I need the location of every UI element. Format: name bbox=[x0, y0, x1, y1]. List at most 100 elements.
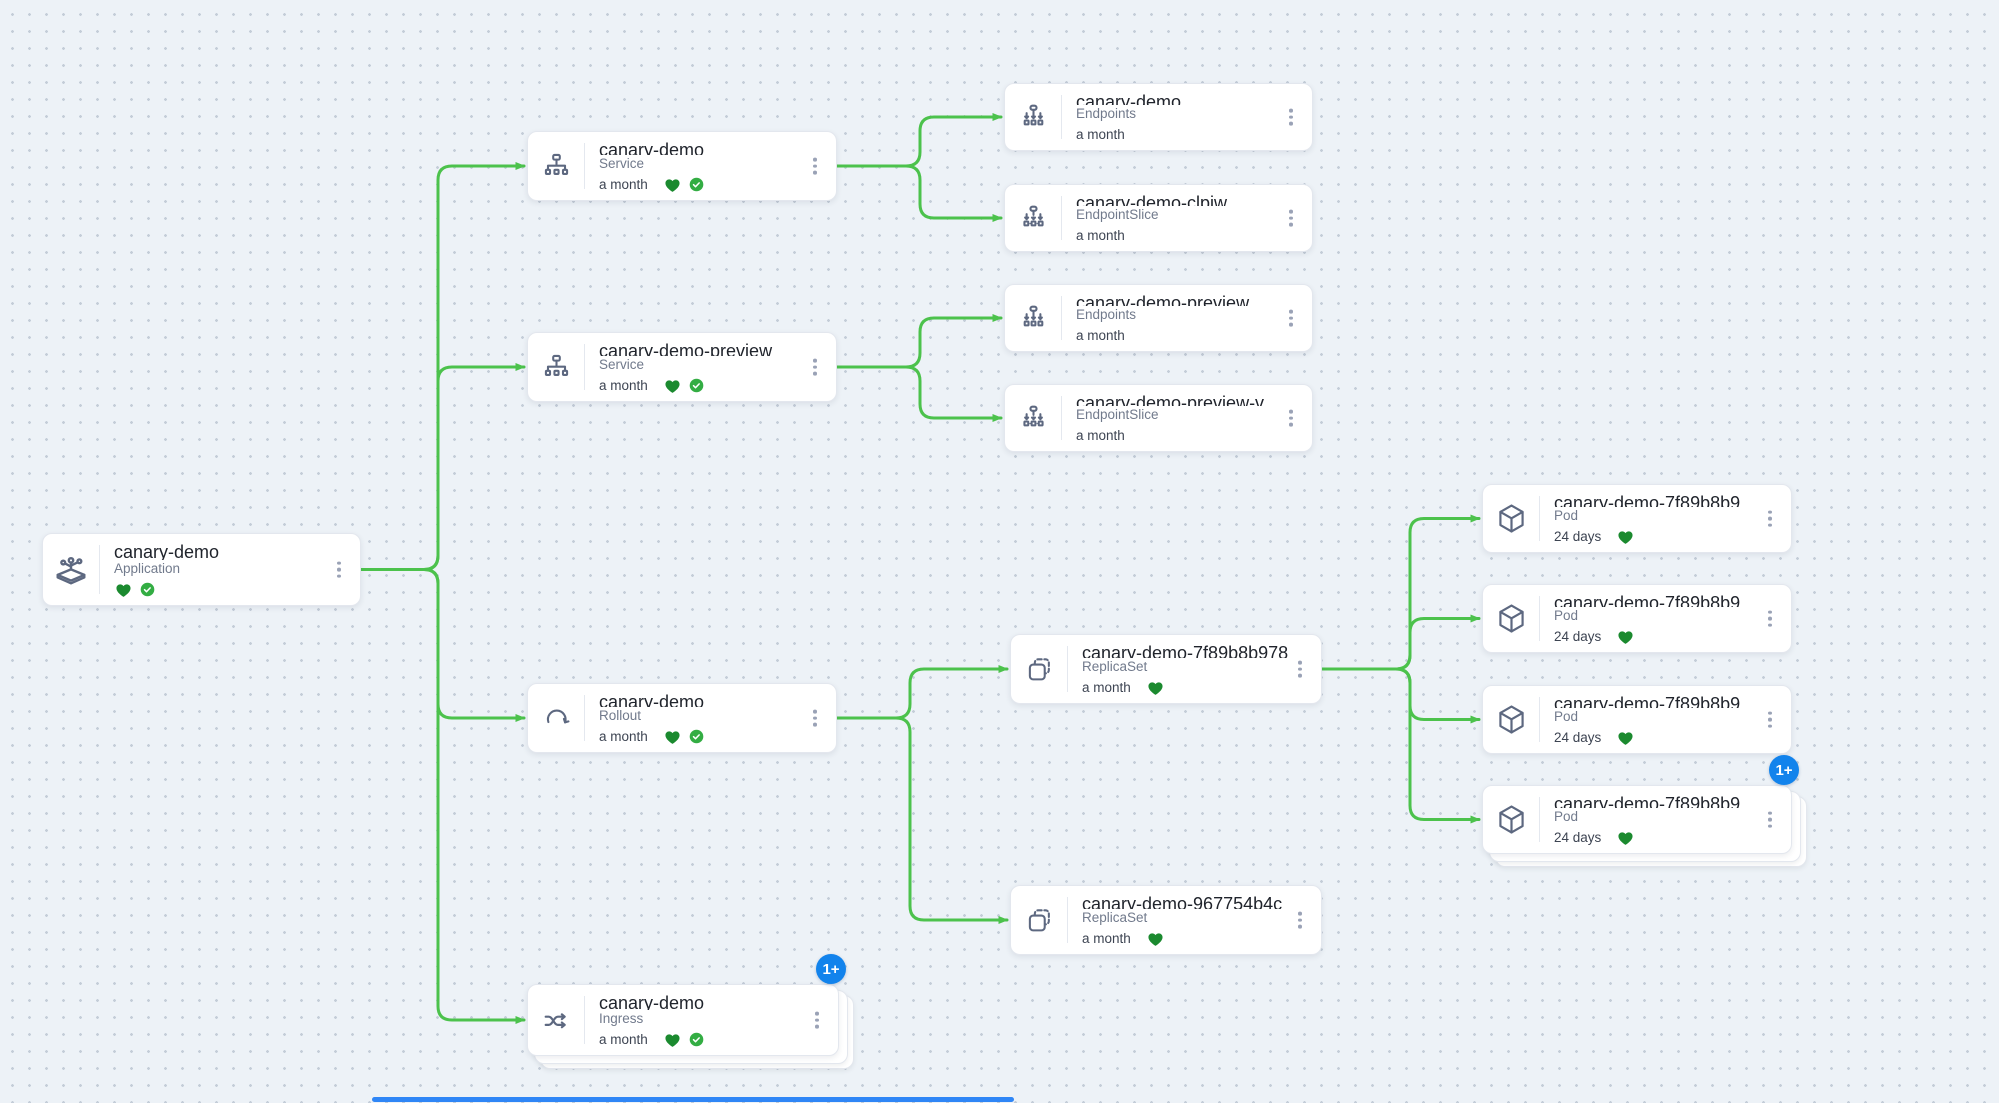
node-app[interactable]: canary-demo Application bbox=[42, 533, 361, 606]
resource-card[interactable]: canary-demo-7f89b8b97... Pod 24 days bbox=[1482, 685, 1792, 754]
service-icon bbox=[540, 150, 573, 183]
card-divider bbox=[1539, 596, 1540, 641]
resource-kind: Service bbox=[599, 357, 645, 372]
card-divider bbox=[1539, 797, 1540, 842]
resource-title: canary-demo bbox=[114, 542, 220, 560]
node-menu-button[interactable] bbox=[1764, 506, 1776, 531]
resource-kind: Service bbox=[599, 156, 645, 171]
resource-kind: ReplicaSet bbox=[1082, 910, 1148, 925]
resource-title: canary-demo-preview bbox=[599, 341, 773, 356]
application-icon bbox=[52, 551, 90, 589]
resource-age: a month bbox=[599, 378, 648, 393]
card-divider bbox=[1061, 296, 1062, 340]
node-ep2[interactable]: canary-demo-preview Endpoints a month bbox=[1004, 284, 1313, 352]
node-ep1[interactable]: canary-demo Endpoints a month bbox=[1004, 83, 1313, 151]
node-rollout[interactable]: canary-demo Rollout a month bbox=[527, 683, 837, 753]
endpoints-icon bbox=[1017, 101, 1050, 134]
edge-rs1-pod3 bbox=[1320, 667, 1481, 724]
resource-card[interactable]: canary-demo-preview Service a month bbox=[527, 332, 837, 402]
resource-card[interactable]: canary-demo-7f89b8b97... Pod 24 days bbox=[1482, 785, 1792, 854]
resource-card[interactable]: canary-demo-967754b4c ReplicaSet a month bbox=[1010, 885, 1322, 955]
card-divider bbox=[1539, 496, 1540, 541]
node-menu-button[interactable] bbox=[1294, 657, 1306, 682]
node-menu-button[interactable] bbox=[809, 706, 821, 731]
resource-kind: Pod bbox=[1554, 709, 1579, 724]
node-menu-button[interactable] bbox=[1285, 306, 1297, 331]
resource-card[interactable]: canary-demo Service a month bbox=[527, 131, 837, 201]
resource-card[interactable]: canary-demo Rollout a month bbox=[527, 683, 837, 753]
node-menu-button[interactable] bbox=[1285, 105, 1297, 130]
node-menu-button[interactable] bbox=[811, 1008, 823, 1033]
card-divider bbox=[584, 143, 585, 189]
more-count-badge[interactable]: 1+ bbox=[1769, 755, 1799, 785]
pod-icon bbox=[1494, 802, 1529, 837]
node-rs1[interactable]: canary-demo-7f89b8b978 ReplicaSet a mont… bbox=[1010, 634, 1322, 704]
healthy-heart-icon bbox=[663, 728, 682, 746]
node-pod4[interactable]: canary-demo-7f89b8b97... Pod 24 days 1+ bbox=[1482, 755, 1807, 867]
resource-age: a month bbox=[1082, 931, 1131, 946]
more-count-badge[interactable]: 1+ bbox=[816, 954, 846, 984]
resource-age: a month bbox=[1082, 680, 1131, 695]
resource-age: a month bbox=[1076, 328, 1125, 343]
resource-card[interactable]: canary-demo Ingress a month bbox=[527, 984, 839, 1056]
pod-icon bbox=[1494, 601, 1529, 636]
resource-age: 24 days bbox=[1554, 730, 1602, 745]
node-pod3[interactable]: canary-demo-7f89b8b97... Pod 24 days bbox=[1482, 685, 1792, 754]
resource-card[interactable]: canary-demo-preview Endpoints a month bbox=[1004, 284, 1313, 352]
edge-rs1-pod2 bbox=[1320, 614, 1481, 671]
resource-kind: ReplicaSet bbox=[1082, 659, 1148, 674]
node-ingress[interactable]: canary-demo Ingress a month 1+ bbox=[527, 954, 854, 1069]
resource-title: canary-demo-clpjw bbox=[1076, 193, 1228, 206]
healthy-heart-icon bbox=[663, 377, 682, 395]
healthy-heart-icon bbox=[1616, 528, 1635, 546]
service-icon bbox=[540, 351, 573, 384]
node-pod2[interactable]: canary-demo-7f89b8b97... Pod 24 days bbox=[1482, 584, 1792, 653]
resource-age: 24 days bbox=[1554, 529, 1602, 544]
node-svc1[interactable]: canary-demo Service a month bbox=[527, 131, 837, 201]
resource-title: canary-demo bbox=[1076, 92, 1182, 105]
replicaset-icon bbox=[1023, 653, 1056, 686]
resource-card[interactable]: canary-demo-7f89b8b97... Pod 24 days bbox=[1482, 584, 1792, 653]
card-divider bbox=[584, 344, 585, 390]
card-divider bbox=[1067, 897, 1068, 943]
pod-icon bbox=[1494, 501, 1529, 536]
endpointslice-icon bbox=[1017, 402, 1050, 435]
node-menu-button[interactable] bbox=[1294, 908, 1306, 933]
node-menu-button[interactable] bbox=[1764, 807, 1776, 832]
node-menu-button[interactable] bbox=[1764, 606, 1776, 631]
node-pod1[interactable]: canary-demo-7f89b8b97... Pod 24 days bbox=[1482, 484, 1792, 553]
endpoints-icon bbox=[1017, 302, 1050, 335]
resource-kind: EndpointSlice bbox=[1076, 407, 1159, 422]
card-divider bbox=[1061, 95, 1062, 139]
node-menu-button[interactable] bbox=[809, 355, 821, 380]
synced-check-icon bbox=[688, 1031, 705, 1048]
healthy-heart-icon bbox=[114, 581, 133, 599]
resource-card[interactable]: canary-demo Application bbox=[42, 533, 361, 606]
edge-rs1-pod1 bbox=[1320, 514, 1481, 671]
node-eps2[interactable]: canary-demo-preview-v... EndpointSlice a… bbox=[1004, 384, 1313, 452]
edge-app-ingress bbox=[359, 568, 526, 1024]
resource-kind: Ingress bbox=[599, 1011, 644, 1026]
node-menu-button[interactable] bbox=[1285, 406, 1297, 431]
node-menu-button[interactable] bbox=[1285, 206, 1297, 231]
node-svc2[interactable]: canary-demo-preview Service a month bbox=[527, 332, 837, 402]
resource-card[interactable]: canary-demo Endpoints a month bbox=[1004, 83, 1313, 151]
resource-card[interactable]: canary-demo-clpjw EndpointSlice a month bbox=[1004, 184, 1313, 252]
card-divider bbox=[584, 695, 585, 741]
healthy-heart-icon bbox=[1616, 628, 1635, 646]
node-menu-button[interactable] bbox=[333, 557, 345, 582]
resource-kind: Endpoints bbox=[1076, 106, 1137, 121]
resource-card[interactable]: canary-demo-7f89b8b97... Pod 24 days bbox=[1482, 484, 1792, 553]
resource-card[interactable]: canary-demo-7f89b8b978 ReplicaSet a mont… bbox=[1010, 634, 1322, 704]
node-rs2[interactable]: canary-demo-967754b4c ReplicaSet a month bbox=[1010, 885, 1322, 955]
healthy-heart-icon bbox=[1146, 679, 1165, 697]
resource-card[interactable]: canary-demo-preview-v... EndpointSlice a… bbox=[1004, 384, 1313, 452]
card-divider bbox=[99, 545, 100, 594]
horizontal-scrollbar-thumb[interactable] bbox=[372, 1097, 1014, 1102]
node-eps1[interactable]: canary-demo-clpjw EndpointSlice a month bbox=[1004, 184, 1313, 252]
resource-kind: Pod bbox=[1554, 608, 1579, 623]
ingress-icon bbox=[539, 1003, 574, 1038]
node-menu-button[interactable] bbox=[809, 154, 821, 179]
node-menu-button[interactable] bbox=[1764, 707, 1776, 732]
